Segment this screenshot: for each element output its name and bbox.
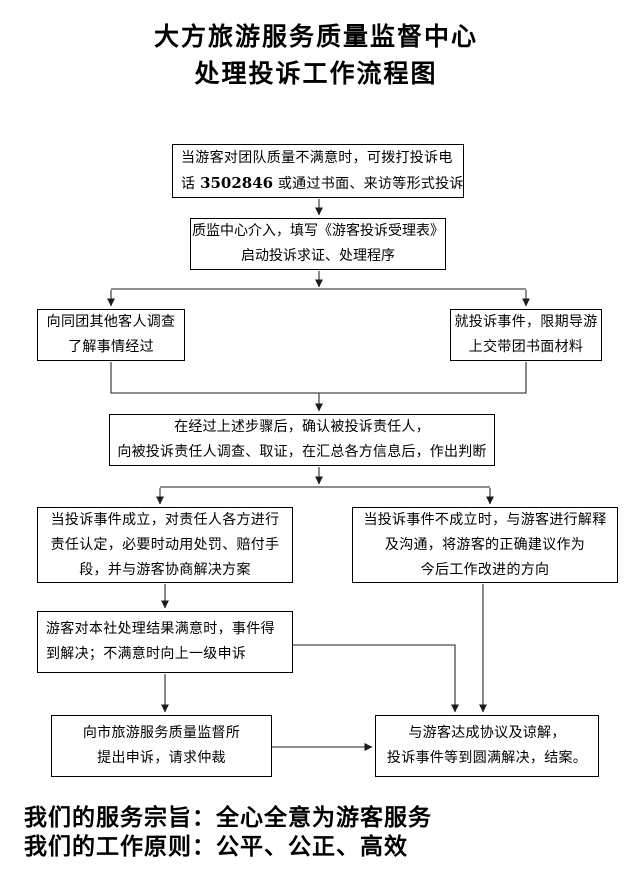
title-line-1: 大方旅游服务质量监督中心 xyxy=(153,22,478,51)
node-guide-written-materials: 就投诉事件，限期导游 上交带团书面材料 xyxy=(450,309,602,361)
page-title: 大方旅游服务质量监督中心 处理投诉工作流程图 xyxy=(0,18,632,92)
node-line: 当投诉事件不成立时，与游客进行解释 xyxy=(363,511,607,528)
node-line: 游客对本社处理结果满意时，事件得 xyxy=(46,621,275,637)
complaint-phone-number: 3502846 xyxy=(200,173,274,192)
motto-line-2: 我们的工作原则：公平、公正、高效 xyxy=(24,834,408,860)
node-line: 当投诉事件成立，对责任人各方进行 xyxy=(50,511,280,528)
node-line: 责任认定，必要时动用处罚、赔付手 xyxy=(50,536,280,553)
node-line: 当游客对团队质量不满意时，可拨打投诉电 xyxy=(181,149,453,166)
node-complaint-valid: 当投诉事件成立，对责任人各方进行 责任认定，必要时动用处罚、赔付手 段，并与游客… xyxy=(37,507,293,583)
node-line: 了解事情经过 xyxy=(68,339,154,355)
node-line: 上交带团书面材料 xyxy=(468,339,584,355)
node-line: 提出申诉，请求仲裁 xyxy=(97,750,226,766)
node-appeal-arbitration: 向市旅游服务质量监督所 提出申诉，请求仲裁 xyxy=(51,715,272,777)
node-line: 向被投诉责任人调查、取证，在汇总各方信息后，作出判断 xyxy=(117,444,487,460)
node-line: 启动投诉求证、处理程序 xyxy=(241,248,395,264)
phone-prefix-text: 话 xyxy=(181,175,201,192)
node-line: 向同团其他客人调查 xyxy=(46,314,176,330)
connector-satisfaction-to-settlement xyxy=(293,644,459,713)
node-line: 段，并与游客协商解决方案 xyxy=(79,561,251,578)
node-line: 话 3502846 或通过书面、来访等形式投诉 xyxy=(181,171,464,197)
node-line: 投诉事件等到圆满解决，结案。 xyxy=(386,750,588,766)
node-investigate-and-judge: 在经过上述步骤后，确认被投诉责任人， 向被投诉责任人调查、取证，在汇总各方信息后… xyxy=(109,414,495,466)
motto-line-1: 我们的服务宗旨：全心全意为游客服务 xyxy=(24,805,432,831)
node-line: 与游客达成协议及谅解， xyxy=(408,725,566,741)
node-complaint-channels: 当游客对团队质量不满意时，可拨打投诉电 话 3502846 或通过书面、来访等形… xyxy=(172,144,464,198)
node-complaint-invalid: 当投诉事件不成立时，与游客进行解释 及沟通，将游客的正确建议作为 今后工作改进的… xyxy=(352,507,618,583)
title-line-2: 处理投诉工作流程图 xyxy=(194,59,438,88)
node-line: 向市旅游服务质量监督所 xyxy=(82,725,241,741)
phone-suffix-text: 或通过书面、来访等形式投诉 xyxy=(273,175,464,192)
service-motto: 我们的服务宗旨：全心全意为游客服务 我们的工作原则：公平、公正、高效 xyxy=(24,804,624,862)
node-survey-other-guests: 向同团其他客人调查 了解事情经过 xyxy=(37,309,185,361)
connector-merge-u xyxy=(110,362,527,394)
node-line: 今后工作改进的方向 xyxy=(420,561,550,578)
node-center-intake: 质监中心介入，填写《游客投诉受理表》 启动投诉求证、处理程序 xyxy=(190,218,446,270)
node-line: 质监中心介入，填写《游客投诉受理表》 xyxy=(192,223,444,239)
node-line: 到解决；不满意时向上一级申诉 xyxy=(46,646,247,662)
node-line: 就投诉事件，限期导游 xyxy=(454,314,598,330)
node-line: 在经过上述步骤后，确认被投诉责任人， xyxy=(174,419,430,435)
node-satisfaction-check: 游客对本社处理结果满意时，事件得 到解决；不满意时向上一级申诉 xyxy=(37,611,293,673)
node-settlement-closed: 与游客达成协议及谅解， 投诉事件等到圆满解决，结案。 xyxy=(375,715,599,777)
node-line: 及沟通，将游客的正确建议作为 xyxy=(384,536,586,553)
